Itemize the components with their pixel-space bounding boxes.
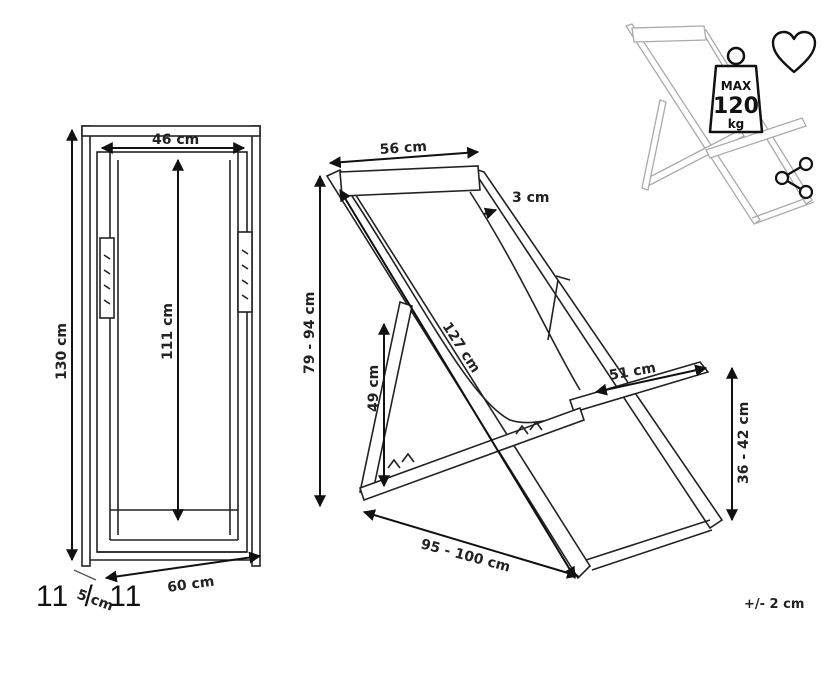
dim-height-range: 79 - 94 cm [302, 292, 318, 374]
weight-badge-value: 120 [713, 94, 759, 119]
dim-frame-thickness: 3 cm [512, 190, 550, 206]
dim-seat-fabric-length: 111 cm [160, 303, 176, 360]
dim-seat-height: 36 - 42 cm [736, 402, 752, 484]
weight-badge-unit: kg [728, 117, 745, 131]
share-icon [774, 156, 814, 200]
dim-folded-height: 130 cm [54, 323, 70, 380]
side-view-drawing [325, 165, 724, 580]
weight-badge-max: MAX [721, 79, 752, 93]
gallery-current: 11 [36, 580, 70, 613]
dim-leg-length: 49 cm [366, 365, 382, 412]
dim-base-width: 60 cm [166, 574, 215, 596]
dim-folded-width: 46 cm [152, 132, 199, 148]
tolerance-note: +/- 2 cm [744, 597, 805, 612]
weight-icon: MAX 120 kg [708, 46, 764, 134]
favorite-button[interactable] [770, 30, 818, 76]
dim-seat-width: 56 cm [379, 139, 427, 158]
heart-icon [771, 30, 817, 74]
gallery-separator: / [84, 580, 94, 613]
gallery-counter: 11 / 11 [36, 580, 142, 614]
gallery-total: 11 [109, 580, 143, 613]
share-button[interactable] [772, 156, 816, 200]
